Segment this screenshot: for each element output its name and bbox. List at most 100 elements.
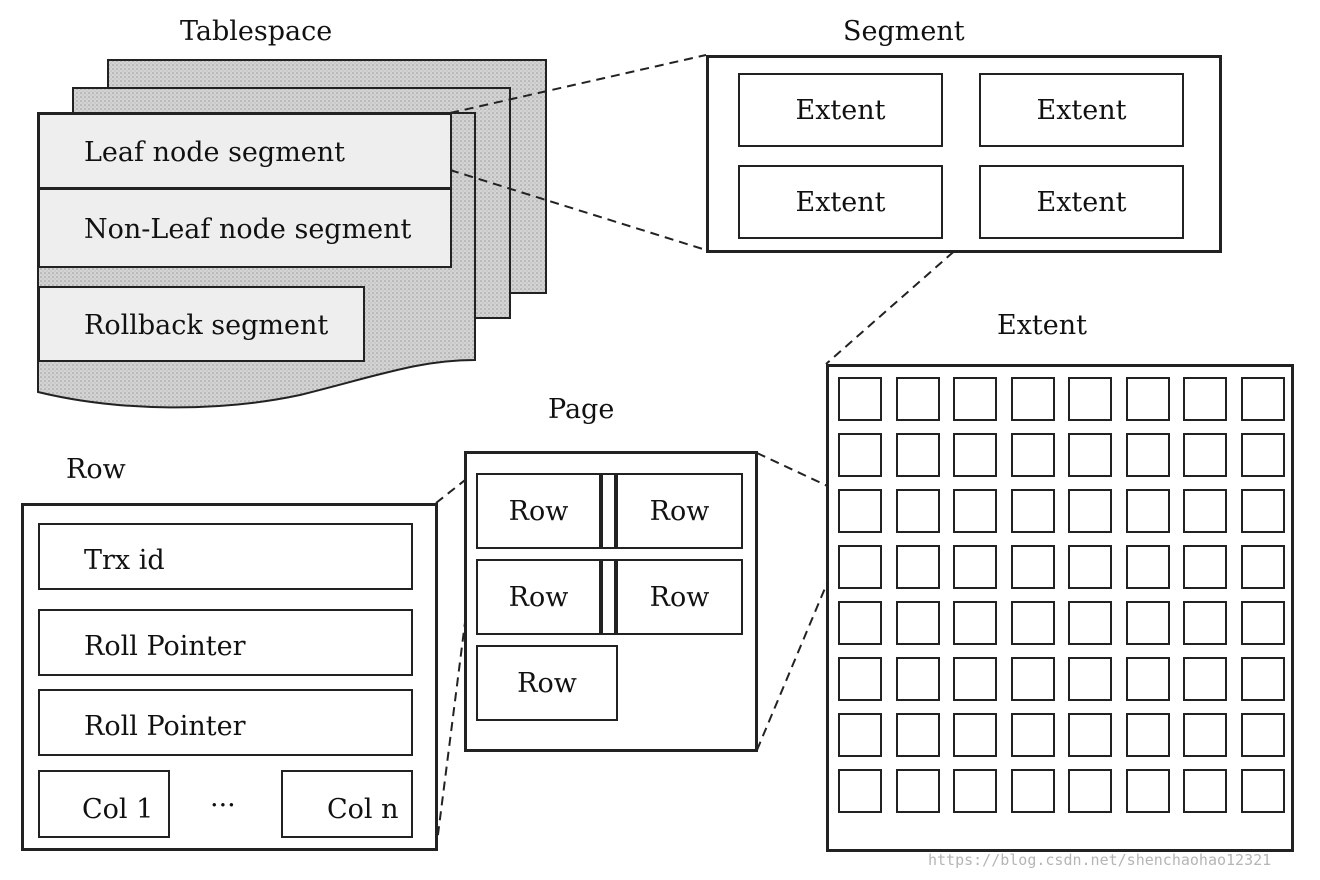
page-row-label: Row	[508, 581, 569, 613]
page-row-label: Row	[517, 667, 577, 699]
extent-page-cell	[895, 769, 940, 813]
extent-page-cell	[1010, 657, 1055, 701]
row-title: Row	[66, 454, 126, 485]
segment-extent-3: Extent	[738, 165, 943, 239]
page-row-divider	[601, 559, 616, 635]
row-col-last-label: Col n	[327, 794, 399, 825]
extent-page-cell	[1125, 601, 1170, 645]
segment-extent-2: Extent	[979, 73, 1184, 147]
leaf-node-segment-strip: Leaf node segment	[38, 113, 452, 189]
extent-page-cell	[838, 713, 882, 757]
extent-page-cell	[838, 433, 882, 477]
page-box: Row Row Row Row Row	[464, 451, 758, 752]
extent-page-cell	[1183, 713, 1227, 757]
extent-page-cell	[838, 377, 882, 421]
page-row-divider	[601, 473, 616, 549]
extent-page-cell	[1240, 433, 1285, 477]
watermark: https://blog.csdn.net/shenchaohao12321	[928, 851, 1272, 869]
segment-title: Segment	[843, 16, 965, 47]
extent-page-cell	[838, 601, 882, 645]
row-field-label: Trx id	[84, 545, 165, 576]
extent-page-cell	[1010, 545, 1055, 589]
extent-page-cell	[1068, 769, 1112, 813]
page-title: Page	[548, 394, 615, 425]
row-col-first: Col 1	[38, 770, 170, 838]
extent-page-cell	[1183, 769, 1227, 813]
connectors	[435, 54, 977, 851]
rollback-segment-strip: Rollback segment	[38, 286, 365, 362]
extent-page-cell	[1068, 657, 1112, 701]
row-field-roll-pointer-1: Roll Pointer	[38, 609, 413, 676]
extent-page-cell	[1125, 713, 1170, 757]
segment-extent-label: Extent	[795, 94, 886, 126]
extent-page-cell	[1183, 657, 1227, 701]
extent-page-cell	[838, 545, 882, 589]
extent-grid-box	[826, 364, 1294, 852]
extent-page-cell	[1240, 377, 1285, 421]
extent-page-cell	[838, 657, 882, 701]
extent-page-cell	[895, 601, 940, 645]
extent-page-cell	[1125, 489, 1170, 533]
row-field-roll-pointer-2: Roll Pointer	[38, 689, 413, 756]
segment-extent-label: Extent	[1036, 94, 1127, 126]
extent-page-cell	[1125, 545, 1170, 589]
extent-page-cell	[953, 377, 997, 421]
extent-page-cell	[838, 769, 882, 813]
extent-page-cell	[1010, 489, 1055, 533]
extent-page-cell	[1183, 545, 1227, 589]
extent-page-cell	[895, 657, 940, 701]
extent-page-cell	[1183, 489, 1227, 533]
non-leaf-node-segment-label: Non-Leaf node segment	[84, 214, 412, 245]
extent-page-cell	[895, 489, 940, 533]
segment-extent-label: Extent	[795, 186, 886, 218]
segment-extent-label: Extent	[1036, 186, 1127, 218]
extent-page-cell	[1240, 769, 1285, 813]
extent-page-cell	[1125, 769, 1170, 813]
extent-page-cell	[1010, 601, 1055, 645]
row-field-trx-id: Trx id	[38, 523, 413, 590]
extent-page-cell	[1068, 433, 1112, 477]
page-row-1: Row	[476, 473, 601, 549]
non-leaf-node-segment-strip: Non-Leaf node segment	[38, 188, 452, 268]
segment-box: Extent Extent Extent Extent	[706, 55, 1222, 253]
extent-page-cell	[895, 433, 940, 477]
page-row-3: Row	[476, 559, 601, 635]
extent-page-cell	[895, 377, 940, 421]
extent-page-cell	[1183, 601, 1227, 645]
extent-page-cell	[1068, 377, 1112, 421]
extent-title: Extent	[997, 310, 1088, 341]
row-box: Trx id Roll Pointer Roll Pointer Col 1 ·…	[21, 503, 438, 851]
extent-page-cell	[1240, 713, 1285, 757]
page-row-2: Row	[616, 473, 743, 549]
page-row-label: Row	[649, 495, 710, 527]
extent-page-cell	[1125, 657, 1170, 701]
row-col-first-label: Col 1	[82, 794, 154, 825]
extent-page-cell	[895, 545, 940, 589]
extent-page-cell	[1068, 713, 1112, 757]
row-col-ellipsis: ···	[210, 790, 236, 821]
extent-page-cell	[1010, 433, 1055, 477]
extent-page-cell	[953, 769, 997, 813]
page-row-label: Row	[649, 581, 710, 613]
extent-page-cell	[1183, 433, 1227, 477]
extent-page-cell	[1010, 713, 1055, 757]
extent-page-cell	[1240, 545, 1285, 589]
extent-page-cell	[1240, 657, 1285, 701]
extent-page-cell	[1183, 377, 1227, 421]
extent-page-cell	[895, 713, 940, 757]
segment-extent-1: Extent	[738, 73, 943, 147]
extent-page-cell	[1240, 489, 1285, 533]
row-field-label: Roll Pointer	[84, 631, 246, 662]
extent-page-cell	[953, 433, 997, 477]
extent-page-cell	[953, 545, 997, 589]
extent-page-cell	[953, 713, 997, 757]
extent-page-cell	[1125, 433, 1170, 477]
extent-page-cell	[1068, 545, 1112, 589]
extent-page-cell	[1068, 601, 1112, 645]
extent-page-cell	[1068, 489, 1112, 533]
extent-page-cell	[1240, 601, 1285, 645]
row-field-label: Roll Pointer	[84, 711, 246, 742]
page-row-4: Row	[616, 559, 743, 635]
page-row-5: Row	[476, 645, 618, 721]
